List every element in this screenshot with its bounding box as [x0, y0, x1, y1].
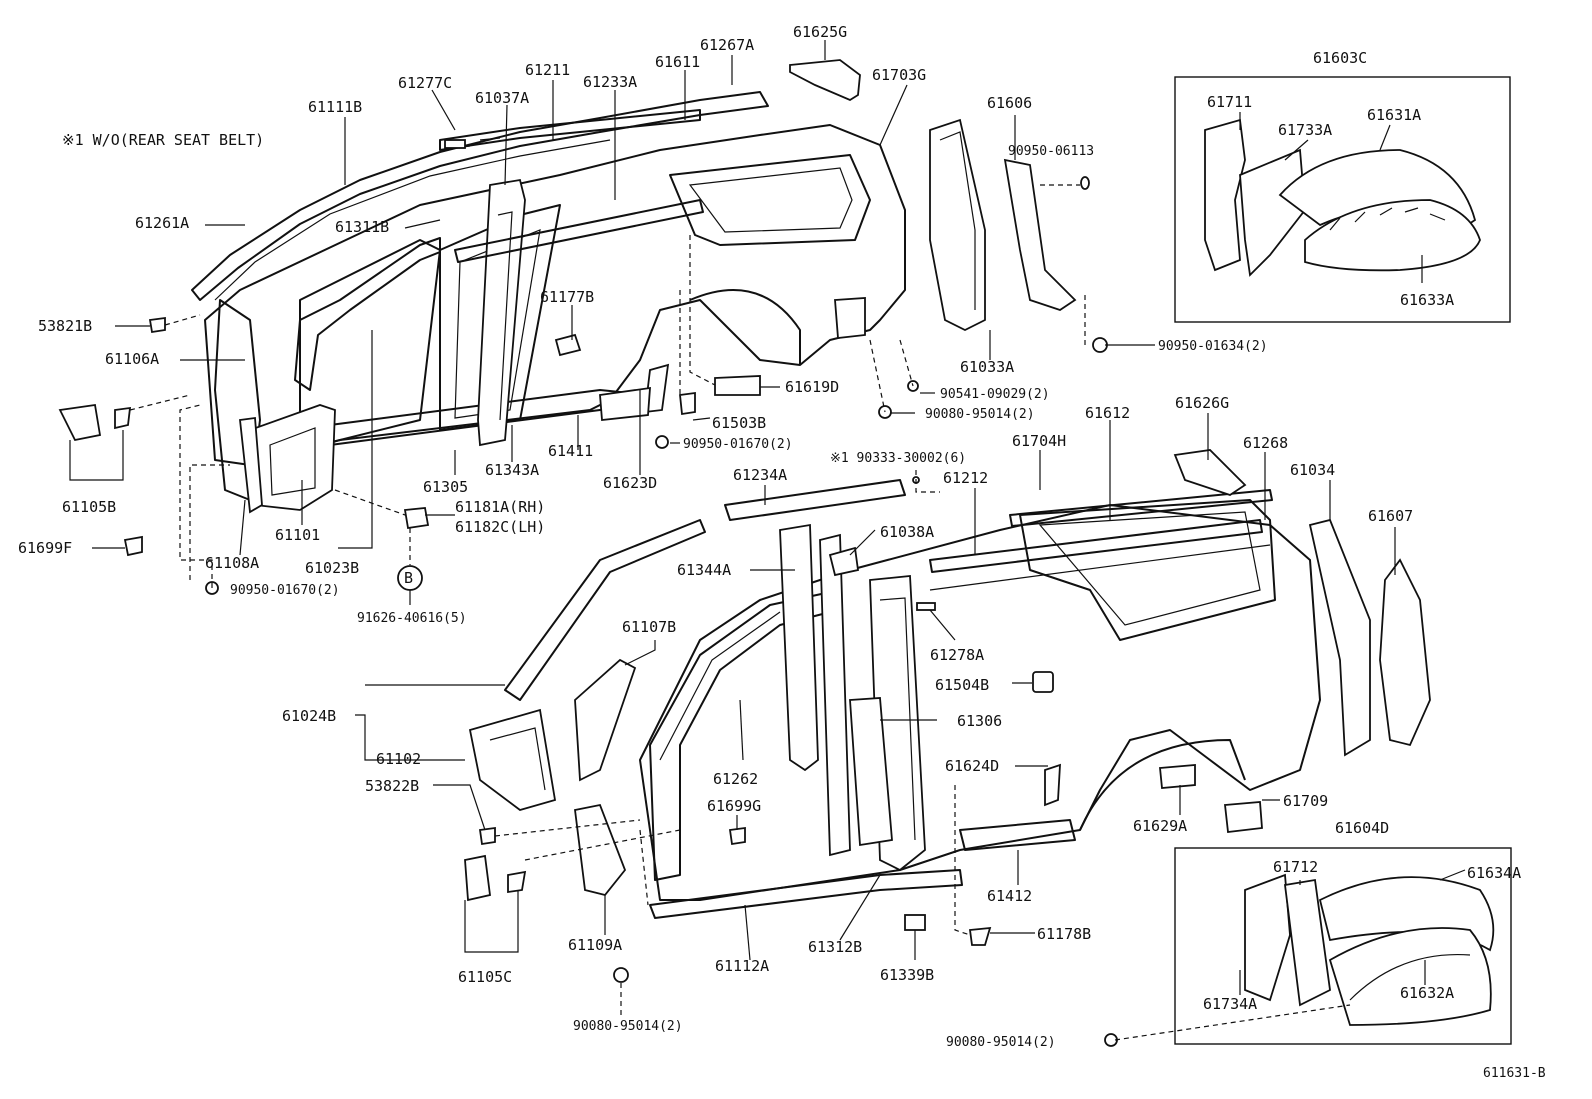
label-61699F: 61699F — [18, 539, 72, 557]
inset-title-61604d: 61604D — [1335, 819, 1389, 837]
label-61612: 61612 — [1085, 404, 1130, 422]
label-61262: 61262 — [713, 770, 758, 788]
label-61631A: 61631A — [1367, 106, 1421, 124]
label-90080-95014-a: 90080-95014(2) — [925, 407, 1035, 422]
figure-code: 611631-B — [1483, 1066, 1546, 1081]
label-61411: 61411 — [548, 442, 593, 460]
upper-side-panel-assembly — [191, 91, 906, 514]
label-61504B: 61504B — [935, 676, 989, 694]
label-90541-09029: 90541-09029(2) — [940, 387, 1050, 402]
leader-lines — [69, 40, 1466, 1041]
label-61233A: 61233A — [583, 73, 637, 91]
label-61178B: 61178B — [1037, 925, 1091, 943]
label-90080-95014-b: 90080-95014(2) — [573, 1019, 683, 1034]
label-61112A: 61112A — [715, 957, 769, 975]
label-61606: 61606 — [987, 94, 1032, 112]
label-90333-30002: ※1 90333-30002(6) — [830, 451, 966, 466]
label-61711: 61711 — [1207, 93, 1252, 111]
label-53822B: 53822B — [365, 777, 419, 795]
label-61102: 61102 — [376, 750, 421, 768]
label-61312B: 61312B — [808, 938, 862, 956]
label-61108A: 61108A — [205, 554, 259, 572]
label-61734A: 61734A — [1203, 995, 1257, 1013]
label-61712: 61712 — [1273, 858, 1318, 876]
label-61177B: 61177B — [540, 288, 594, 306]
label-61111B: 61111B — [308, 98, 362, 116]
label-61212: 61212 — [943, 469, 988, 487]
label-61105C: 61105C — [458, 968, 512, 986]
label-61033A: 61033A — [960, 358, 1014, 376]
label-90950-06113: 90950-06113 — [1008, 144, 1094, 159]
label-61105B: 61105B — [62, 498, 116, 516]
label-61607: 61607 — [1368, 507, 1413, 525]
label-61733A: 61733A — [1278, 121, 1332, 139]
label-61624D: 61624D — [945, 757, 999, 775]
inset-61604d — [1174, 847, 1512, 1045]
label-90950-01670-a: 90950-01670(2) — [683, 437, 793, 452]
label-61038A: 61038A — [880, 523, 934, 541]
part-labels: ※1 W/O(REAR SEAT BELT) 611631-B 61603C 6… — [18, 23, 1546, 1081]
label-61704H: 61704H — [1012, 432, 1066, 450]
inset-61603c — [1174, 76, 1511, 323]
label-61709: 61709 — [1283, 792, 1328, 810]
label-61633A: 61633A — [1400, 291, 1454, 309]
label-53821B: 53821B — [38, 317, 92, 335]
label-61234A: 61234A — [733, 466, 787, 484]
label-61311B: 61311B — [335, 218, 389, 236]
label-61619D: 61619D — [785, 378, 839, 396]
label-61632A: 61632A — [1400, 984, 1454, 1002]
label-90950-01634: 90950-01634(2) — [1158, 339, 1268, 354]
label-61182C: 61182C(LH) — [455, 518, 545, 536]
inset-title-61603c: 61603C — [1313, 49, 1367, 67]
label-61268: 61268 — [1243, 434, 1288, 452]
label-61629A: 61629A — [1133, 817, 1187, 835]
label-61611: 61611 — [655, 53, 700, 71]
label-61211: 61211 — [525, 61, 570, 79]
label-90080-95014-c: 90080-95014(2) — [946, 1035, 1056, 1050]
label-91626-40616: 91626-40616(5) — [357, 611, 467, 626]
label-61034: 61034 — [1290, 461, 1335, 479]
label-61699G: 61699G — [707, 797, 761, 815]
label-61023B: 61023B — [305, 559, 359, 577]
label-61101: 61101 — [275, 526, 320, 544]
label-61623D: 61623D — [603, 474, 657, 492]
note-text: ※1 W/O(REAR SEAT BELT) — [62, 131, 264, 149]
label-61503B: 61503B — [712, 414, 766, 432]
label-61277C: 61277C — [398, 74, 452, 92]
label-61339B: 61339B — [880, 966, 934, 984]
label-61344A: 61344A — [677, 561, 731, 579]
label-61107B: 61107B — [622, 618, 676, 636]
label-61024B: 61024B — [282, 707, 336, 725]
label-61412: 61412 — [987, 887, 1032, 905]
label-61181A: 61181A(RH) — [455, 498, 545, 516]
callout-b-letter: B — [404, 569, 413, 587]
label-61261A: 61261A — [135, 214, 189, 232]
label-61267A: 61267A — [700, 36, 754, 54]
label-61626G: 61626G — [1175, 394, 1229, 412]
lower-side-panel-assembly — [464, 449, 1431, 1047]
label-61625G: 61625G — [793, 23, 847, 41]
label-61305: 61305 — [423, 478, 468, 496]
label-61343A: 61343A — [485, 461, 539, 479]
label-61278A: 61278A — [930, 646, 984, 664]
label-90950-01670-b: 90950-01670(2) — [230, 583, 340, 598]
upper-small-brackets — [58, 59, 1108, 595]
label-61703G: 61703G — [872, 66, 926, 84]
label-61106A: 61106A — [105, 350, 159, 368]
label-61634A: 61634A — [1467, 864, 1521, 882]
label-61109A: 61109A — [568, 936, 622, 954]
label-61037A: 61037A — [475, 89, 529, 107]
label-61306: 61306 — [957, 712, 1002, 730]
